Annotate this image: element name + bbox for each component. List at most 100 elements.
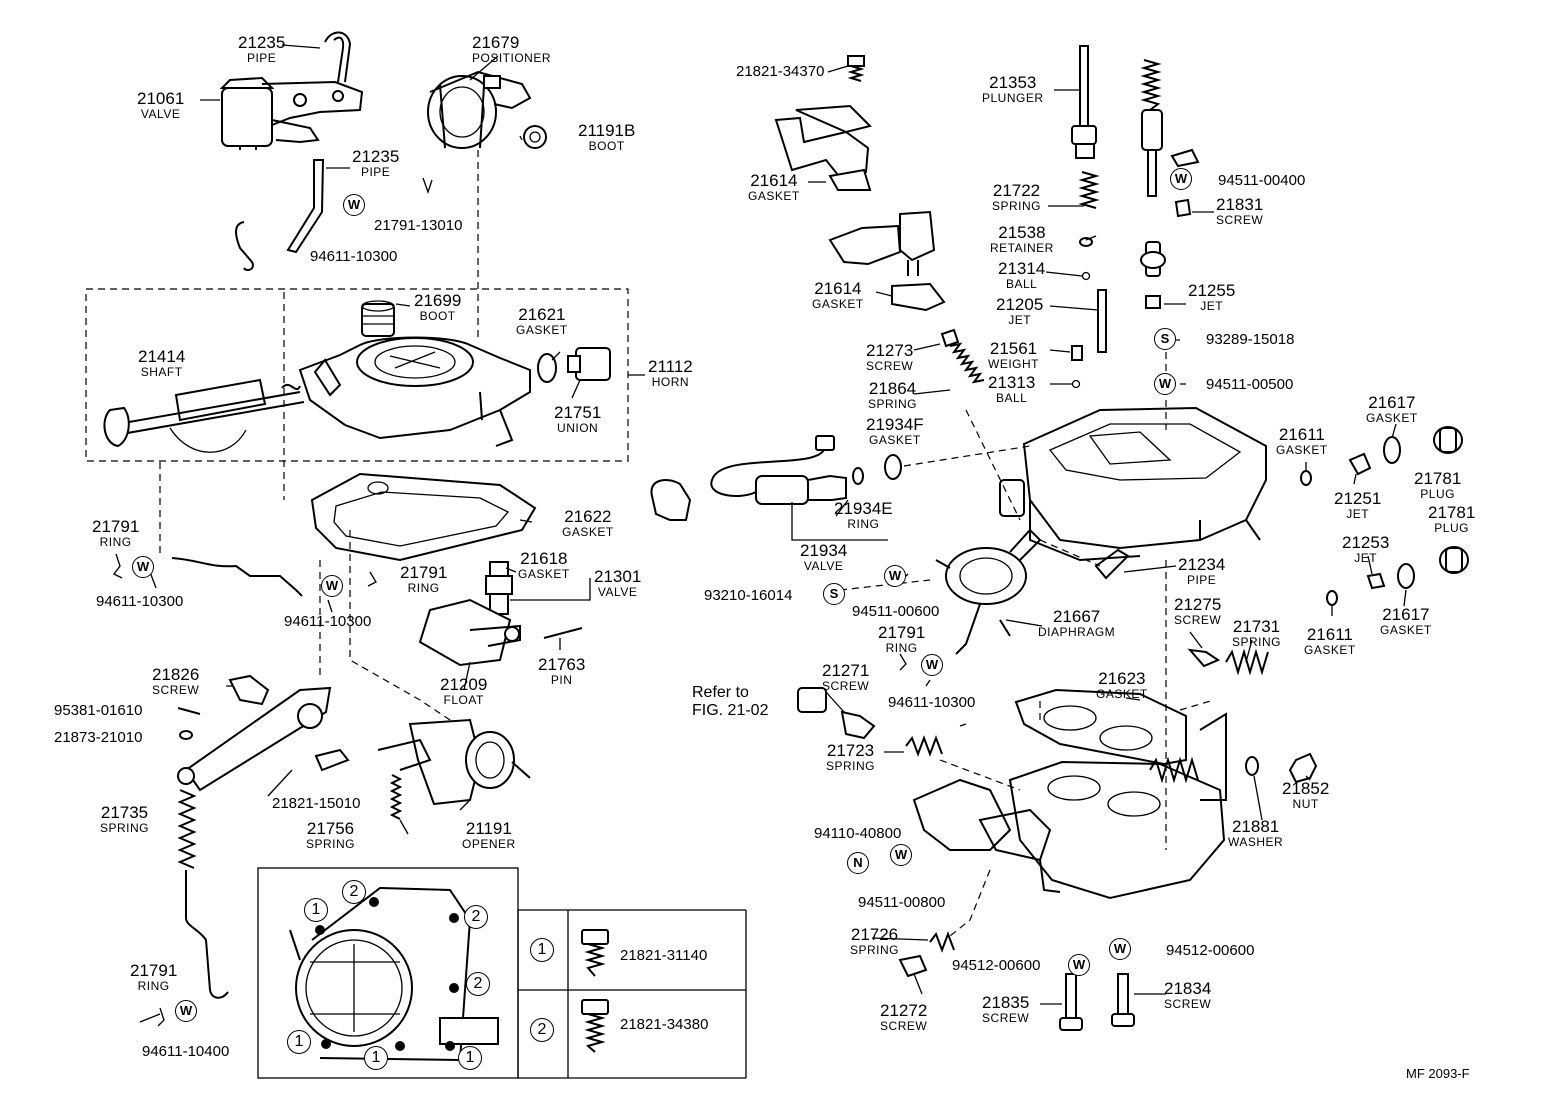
part-name: DIAPHRAGM [1038, 625, 1116, 639]
part-name: WASHER [1228, 835, 1284, 849]
washer-marker: W [132, 556, 154, 578]
callout-one: 1 [287, 1030, 311, 1054]
part-name: PLUG [1434, 521, 1469, 535]
part-number: 21112 [648, 357, 693, 376]
part-name: SPRING [868, 397, 918, 411]
part-number: 21621 [518, 305, 566, 324]
opener-21191-drawing [377, 718, 531, 806]
union-21751-drawing [567, 347, 611, 381]
part-number-label: 94511-00500 [1206, 376, 1294, 393]
part-number-label: 94511-00400 [1218, 172, 1306, 189]
part-name: GASKET [1304, 643, 1356, 657]
washer-marker: W [1154, 373, 1176, 395]
part-number: 21934E [834, 499, 893, 518]
part-number: 21617 [1368, 393, 1416, 412]
part-number: 21611 [1306, 625, 1353, 644]
part-name: SHAFT [140, 365, 183, 379]
shaft-21414-drawing [103, 378, 305, 453]
part-number: 21791 [878, 623, 926, 642]
part-number-label: 21821-34370 [736, 63, 825, 80]
part-number-label: 94611-10300 [888, 694, 976, 711]
pipe-21235b-drawing [235, 159, 325, 271]
part-number-label: 93210-16014 [704, 587, 793, 604]
part-name: GASKET [1096, 687, 1148, 701]
part-number: 21275 [1174, 595, 1222, 614]
part-name: WEIGHT [988, 357, 1039, 371]
callout-one: 1 [304, 898, 328, 922]
part-number: 21835 [982, 993, 1030, 1012]
valve-21301-drawing [485, 561, 513, 615]
plug-21781a-drawing [1433, 426, 1463, 454]
jet-21205-drawing [1097, 289, 1107, 353]
part-number: 21852 [1282, 779, 1330, 798]
figure-code: MF 2093-F [1406, 1066, 1470, 1081]
part-name: VALVE [803, 559, 844, 573]
part-number: 21735 [100, 803, 149, 822]
bolt-21821-34380-drawing [581, 999, 609, 1053]
callout-two: 2 [466, 972, 490, 996]
part-number: 21191 [465, 819, 512, 838]
bolt-21821-31140-drawing [581, 929, 609, 977]
screw-21834-drawing [1111, 973, 1135, 1027]
part-number: 21234 [1178, 555, 1226, 574]
part-number: 21353 [989, 73, 1037, 92]
jet-21255-drawing [1140, 241, 1166, 309]
spring-washer-marker: S [1154, 328, 1176, 350]
part-number-label: 21821-15010 [272, 795, 361, 812]
part-number: 21699 [414, 291, 462, 310]
part-name: RING [407, 581, 440, 595]
refer-note-line1: Refer to [692, 684, 749, 701]
pin-21763-drawing [543, 627, 583, 639]
callout-one: 1 [364, 1046, 388, 1070]
refer-note-line2: FIG. 21-02 [692, 702, 769, 720]
callout-two: 2 [342, 880, 366, 904]
part-name: RING [885, 641, 918, 655]
part-number: 21731 [1232, 617, 1281, 636]
part-name: VALVE [597, 585, 638, 599]
part-number: 21791 [400, 563, 448, 582]
valve-21061-drawing [219, 31, 364, 150]
legend-part-1: 21821-31140 [620, 947, 708, 964]
part-number-label: 94511-00600 [852, 603, 940, 620]
part-name: BOOT [588, 139, 625, 153]
part-number: 21272 [880, 1001, 928, 1020]
part-number-label: 94110-40800 [814, 825, 902, 842]
washer-marker: W [921, 654, 943, 676]
part-name: POSITIONER [472, 51, 552, 65]
part-number-label: 94511-00800 [858, 894, 946, 911]
part-name: GASKET [516, 323, 568, 337]
washer-marker: W [1170, 168, 1192, 190]
part-name: GASKET [518, 567, 570, 581]
carburetor-top-drawing [999, 406, 1267, 580]
part-name: SCREW [1164, 997, 1212, 1011]
part-name: SCREW [152, 683, 200, 697]
part-number: 21561 [989, 339, 1038, 358]
spring-21726-drawing [929, 931, 955, 953]
part-name: UNION [557, 421, 599, 435]
